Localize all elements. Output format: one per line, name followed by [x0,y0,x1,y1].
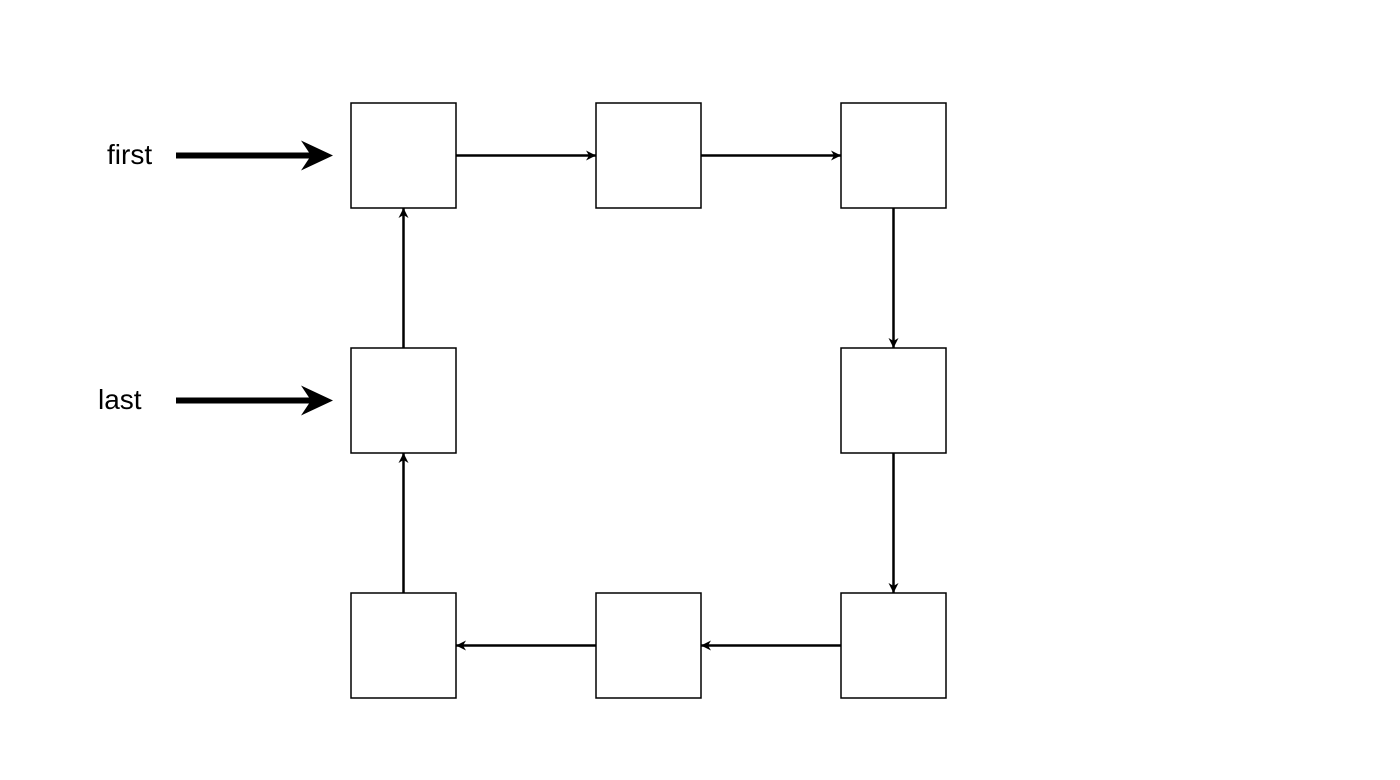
first-pointer-label: first [107,139,153,170]
last-pointer-arrow [176,385,333,416]
first-pointer-arrow [176,140,333,171]
last-pointer-label: last [98,384,142,415]
list-node-8 [350,347,457,454]
nodes-layer [350,102,947,699]
list-node-1 [350,102,457,209]
list-node-3 [840,102,947,209]
list-node-5 [840,592,947,699]
pointers-layer [176,140,333,416]
list-node-6 [595,592,702,699]
links-layer [398,150,899,651]
list-node-2 [595,102,702,209]
list-node-7 [350,592,457,699]
list-node-4 [840,347,947,454]
